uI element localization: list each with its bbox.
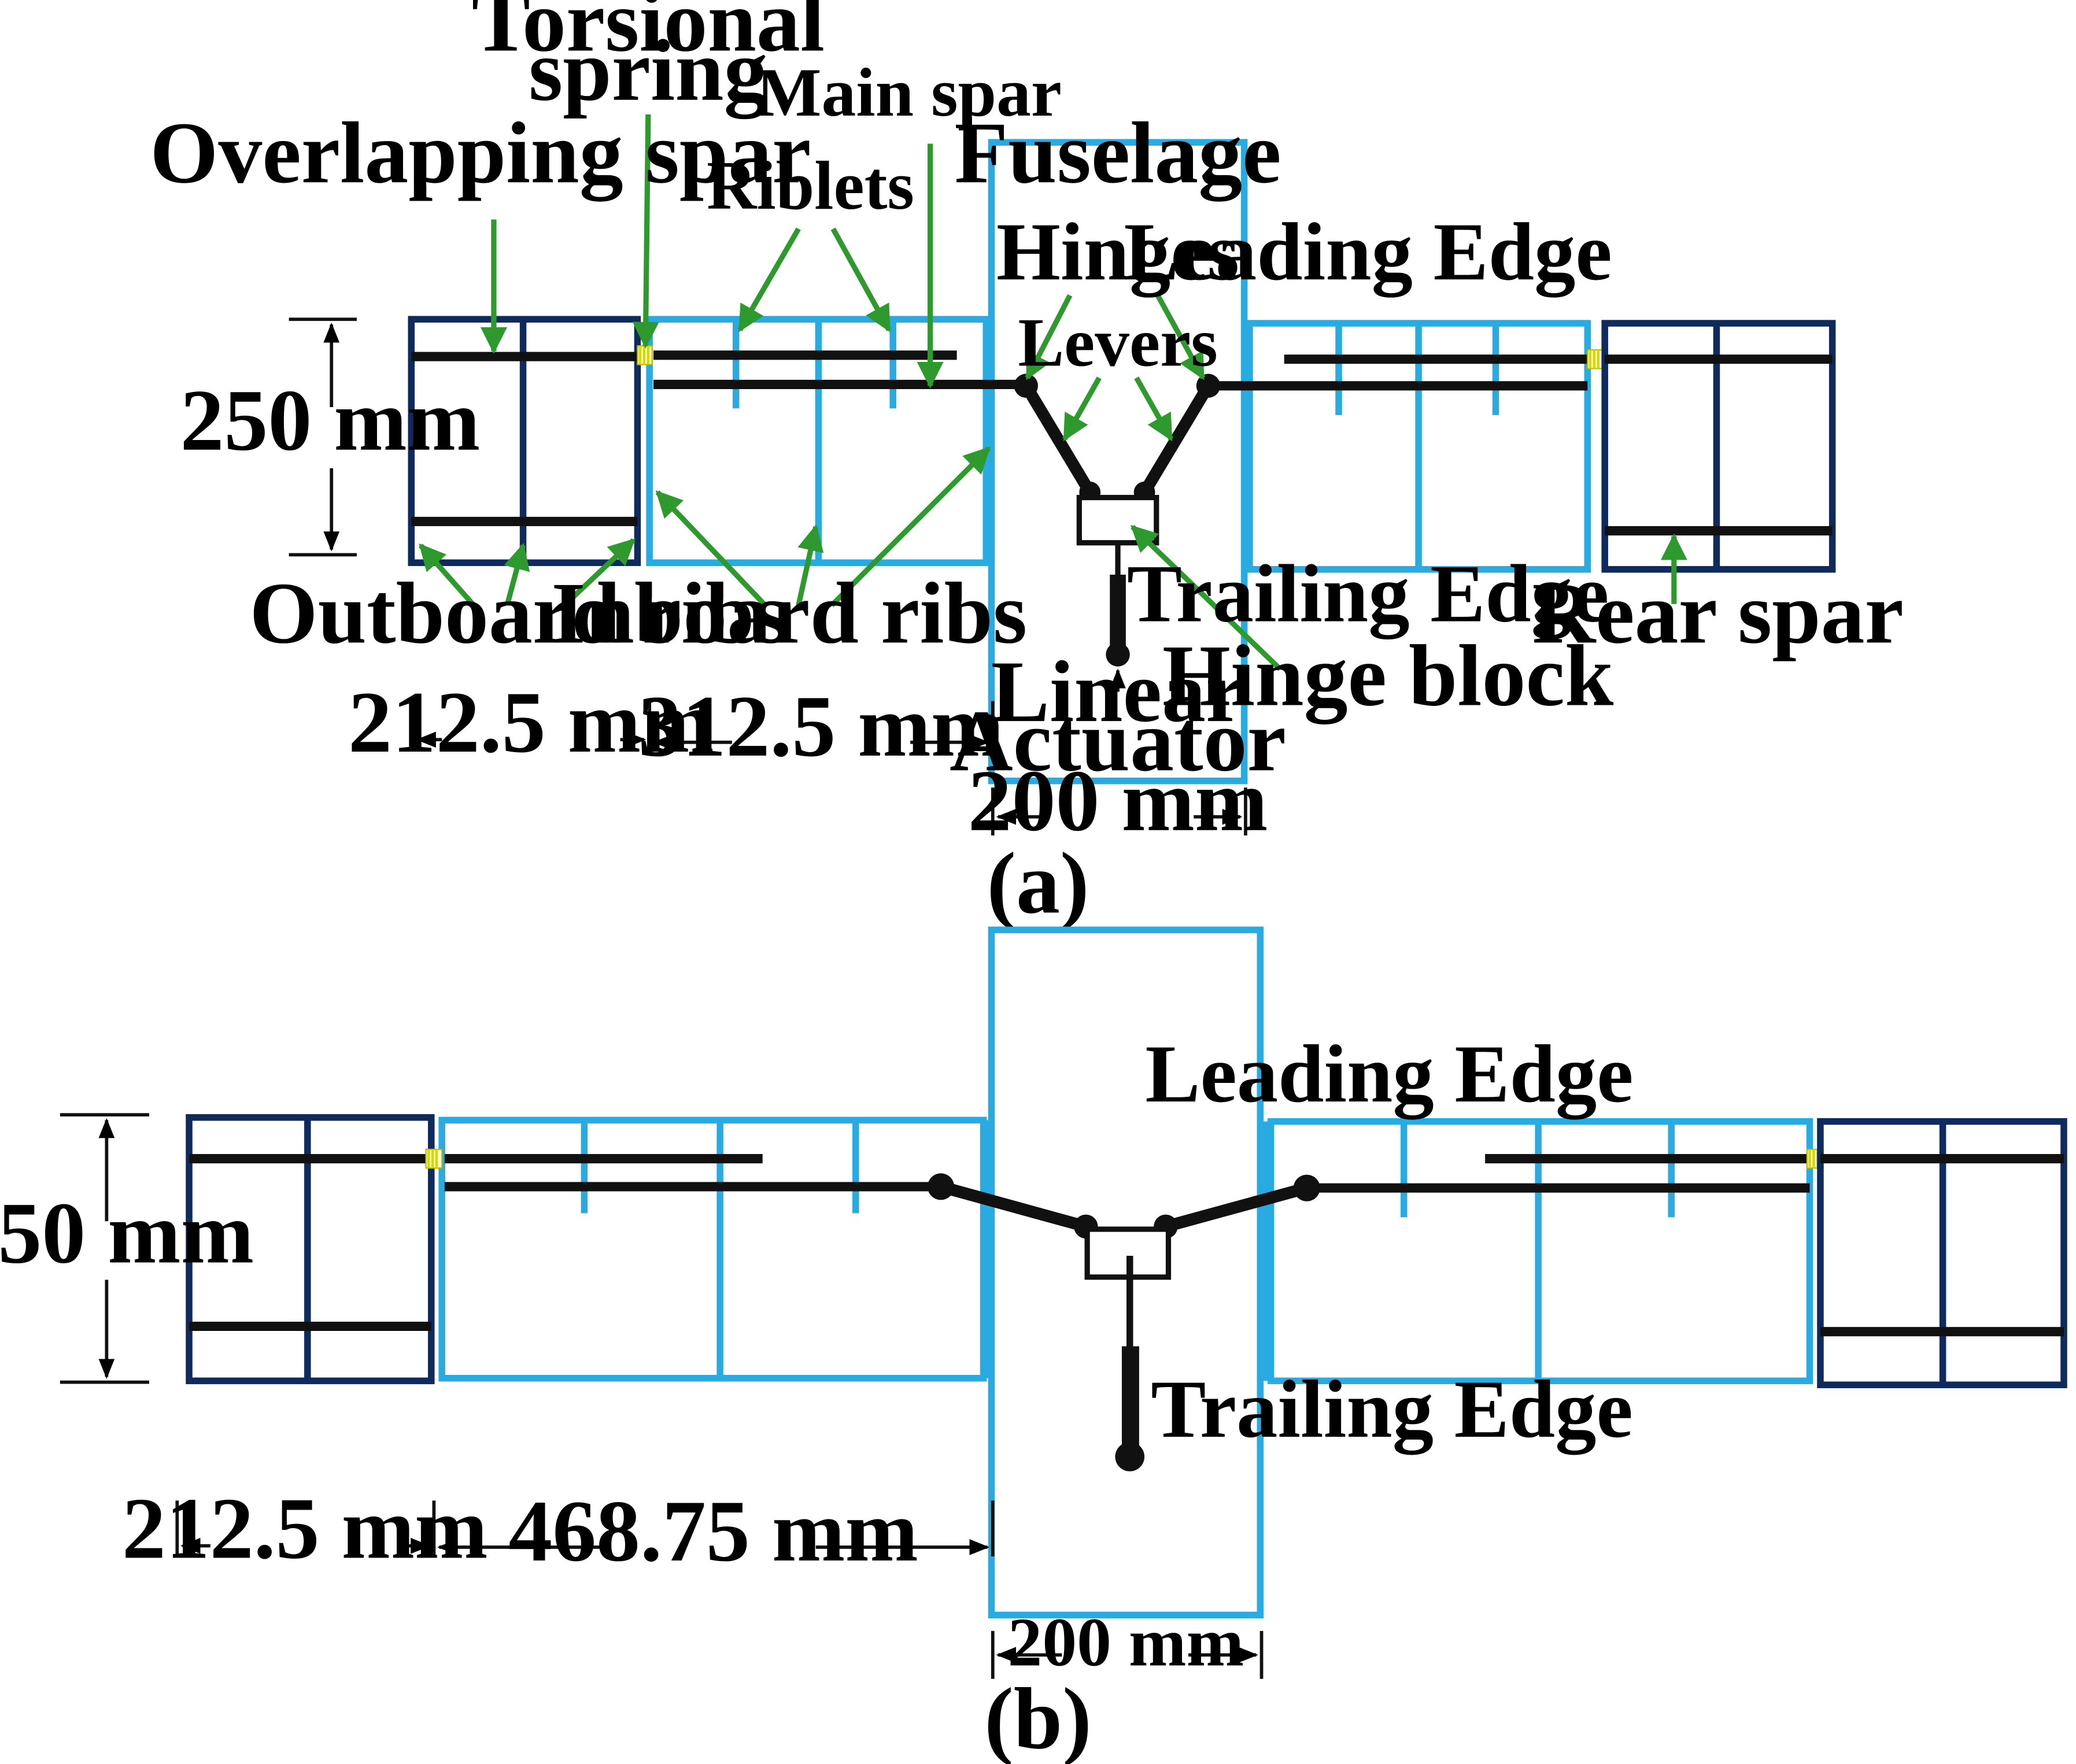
dimensions-b xyxy=(60,1113,1264,1679)
label-levers: Levers xyxy=(1018,304,1217,381)
label-leading-edge-a: Leading Edge xyxy=(1124,206,1612,297)
dimensions-a xyxy=(289,317,1247,835)
linear-actuator xyxy=(1110,574,1126,649)
label-inboard-ribs: Inboard ribs xyxy=(551,564,1027,661)
label-hinges: Hinges xyxy=(996,206,1239,297)
dim-outboard-b: 212.5 mm xyxy=(122,1480,488,1577)
dim-fuselage-b: 200 mm xyxy=(1008,1604,1244,1681)
left-torsional-spring xyxy=(637,345,653,365)
label-linear-actuator-2: Actuator xyxy=(950,692,1286,789)
label-torsional-spring-2: spring xyxy=(529,22,767,120)
label-linear-actuator-1: Linear xyxy=(991,643,1245,740)
label-trailing-edge-b: Trailing Edge xyxy=(1151,1363,1633,1455)
label-overlapping-spar: Overlapping spar xyxy=(150,104,811,202)
dim-inboard-b: 468.75 mm xyxy=(508,1482,918,1580)
left-torsional-spring-b xyxy=(425,1148,443,1169)
right-torsional-spring xyxy=(1587,349,1603,369)
panel-a: Torsional spring Main spar Fuselage Over… xyxy=(150,0,1904,931)
label-height-a: 250 mm xyxy=(180,372,481,469)
dim-outboard-a: 212.5 mm xyxy=(348,674,714,771)
label-outboard-ribs: Outboard ribs xyxy=(249,564,788,661)
label-rear-spar: Rear spar xyxy=(1532,564,1904,661)
right-outboard-section-b xyxy=(1817,1118,2067,1388)
label-hinge-block: Hinge block xyxy=(1162,627,1614,724)
actuation-mechanism-a xyxy=(1014,373,1221,667)
label-trailing-edge-a: Trailing Edge xyxy=(1127,548,1609,639)
label-riblets: Riblets xyxy=(707,147,914,224)
panel-b: Leading Edge Trailing Edge 250 mm 212.5 … xyxy=(0,926,2067,1764)
label-torsional-spring-1: Torsional xyxy=(472,0,825,69)
dim-inboard-a: 312.5 mm xyxy=(638,678,1004,775)
caption-b: (b) xyxy=(984,1670,1092,1764)
dim-fuselage-a: 200 mm xyxy=(968,752,1268,849)
annotation-arrows-a xyxy=(418,114,1687,671)
label-main-spar: Main spar xyxy=(756,54,1062,131)
label-height-b: 250 mm xyxy=(0,1185,254,1282)
caption-a: (a) xyxy=(987,834,1089,931)
actuation-mechanism-b xyxy=(928,1173,1320,1471)
linear-actuator-b xyxy=(1121,1346,1139,1453)
label-fuselage: Fuselage xyxy=(954,104,1281,202)
label-leading-edge-b: Leading Edge xyxy=(1145,1028,1633,1119)
